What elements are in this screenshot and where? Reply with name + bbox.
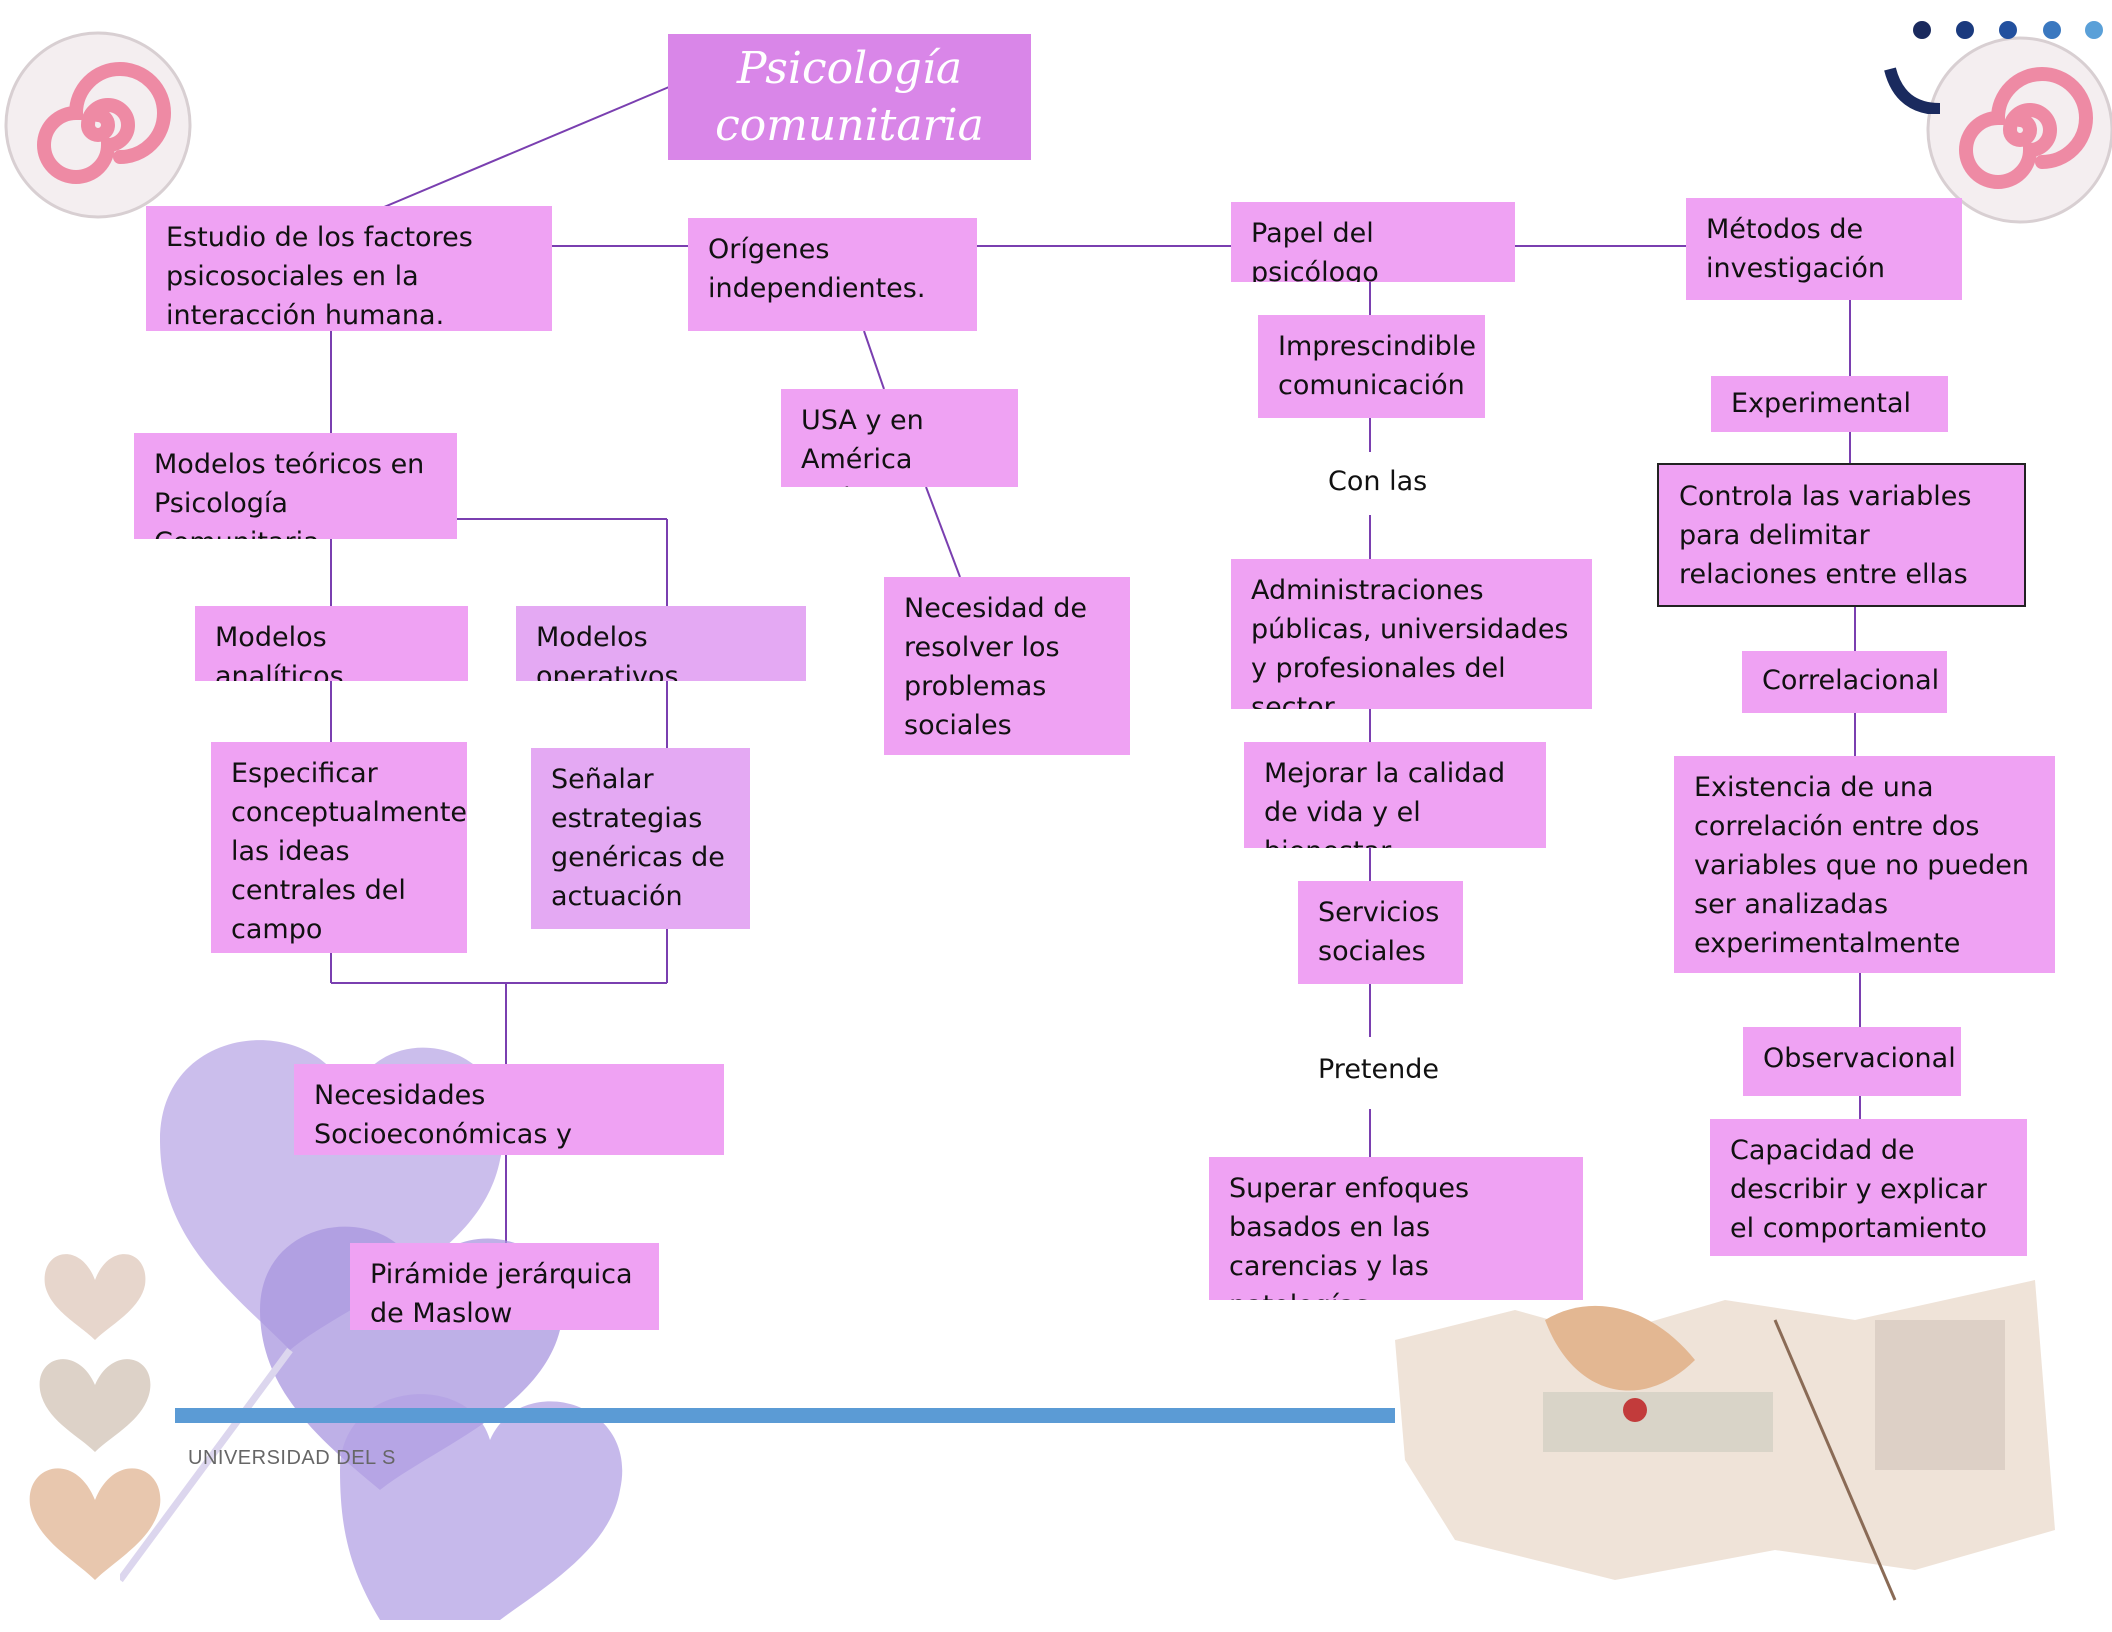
collage-image xyxy=(1395,1280,2055,1601)
node-papel: Papel del psicólogo xyxy=(1231,202,1515,282)
hearts-image xyxy=(29,1254,161,1580)
node-mejorar: Mejorar la calidad de vida y el bienesta… xyxy=(1244,742,1546,848)
node-servicios: Servicios sociales xyxy=(1298,881,1463,984)
node-senalar: Señalar estrategias genéricas de actuaci… xyxy=(531,748,750,929)
node-observacional: Observacional xyxy=(1743,1027,1961,1096)
node-correlacional: Correlacional xyxy=(1742,651,1947,713)
node-origenes: Orígenes independientes. xyxy=(688,218,977,331)
node-controla: Controla las variables para delimitar re… xyxy=(1657,463,2026,607)
map-title: Psicología comunitaria xyxy=(668,34,1031,160)
swirl-candy-icon xyxy=(4,31,192,219)
label-con-las: Con las xyxy=(1328,466,1428,497)
label-pretende: Pretende xyxy=(1318,1054,1439,1085)
node-capacidad: Capacidad de describir y explicar el com… xyxy=(1710,1119,2027,1256)
node-superar: Superar enfoques basados en las carencia… xyxy=(1209,1157,1583,1300)
node-necesidades: Necesidades Socioeconómicas y Psicológic… xyxy=(294,1064,724,1155)
node-modelos-teoricos: Modelos teóricos en Psicología Comunitar… xyxy=(134,433,457,539)
node-necesidad-resolver: Necesidad de resolver los problemas soci… xyxy=(884,577,1130,755)
node-especificar: Especificar conceptualmente las ideas ce… xyxy=(211,742,467,953)
footer-university-text: UNIVERSIDAD DEL S xyxy=(188,1447,396,1469)
node-imprescindible: Imprescindible comunicación xyxy=(1258,315,1485,418)
footer-bar xyxy=(175,1408,1395,1423)
node-modelos-operativos: Modelos operativos xyxy=(516,606,806,681)
node-administraciones: Administraciones públicas, universidades… xyxy=(1231,559,1592,709)
node-modelos-analiticos: Modelos analíticos xyxy=(195,606,468,681)
node-experimental: Experimental xyxy=(1711,376,1948,432)
node-piramide: Pirámide jerárquica de Maslow xyxy=(350,1243,659,1330)
university-logo-icon xyxy=(1884,21,2103,114)
swirl-candy-icon xyxy=(1926,36,2112,224)
node-estudio: Estudio de los factores psicosociales en… xyxy=(146,206,552,331)
node-metodos: Métodos de investigación xyxy=(1686,198,1962,300)
node-usa: USA y en América Latina. xyxy=(781,389,1018,487)
node-existencia: Existencia de una correlación entre dos … xyxy=(1674,756,2055,973)
